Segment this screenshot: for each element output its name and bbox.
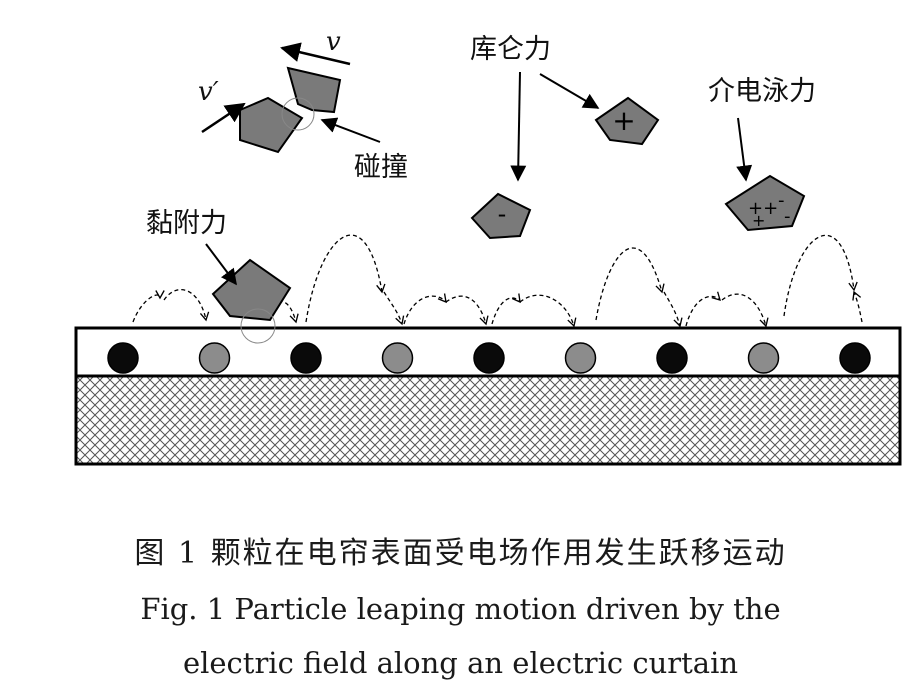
electrode-black bbox=[656, 342, 688, 374]
trajectory bbox=[383, 291, 405, 326]
polarized-particle: ++ + - - bbox=[724, 174, 806, 232]
collision-label: 碰撞 bbox=[354, 152, 408, 183]
caption-english-line2: electric field along an electric curtain bbox=[182, 646, 739, 680]
trajectory bbox=[519, 294, 577, 328]
velocity-v-prime-label: v′ bbox=[198, 77, 219, 107]
electric-curtain-diagram: v v′ 碰撞 库仑力 + - 介电泳力 ++ + - - 黏附力 bbox=[74, 27, 902, 466]
velocity-v-prime-arrow bbox=[201, 102, 246, 134]
polarization-minus-charges: - bbox=[778, 190, 785, 211]
trajectory bbox=[491, 293, 521, 325]
colliding-particle-upper bbox=[286, 66, 342, 114]
collision-pointer-arrow bbox=[320, 117, 381, 143]
trajectory bbox=[783, 234, 858, 317]
collision-contact-circle bbox=[281, 97, 315, 131]
electrode-black bbox=[839, 342, 871, 374]
electrode-black bbox=[290, 342, 322, 374]
electrode-gray bbox=[564, 342, 597, 374]
adhesion-force-label: 黏附力 bbox=[146, 208, 227, 239]
adhesion-contact-circle bbox=[240, 308, 276, 344]
polarization-plus-charge: + bbox=[752, 211, 765, 230]
trajectory bbox=[163, 288, 210, 322]
caption-chinese: 图 1 颗粒在电帘表面受电场作用发生跃移运动 bbox=[134, 536, 787, 571]
negative-particle: - bbox=[470, 192, 532, 240]
coulomb-pointer-arrow-down bbox=[510, 71, 527, 182]
caption-english-line1: Fig. 1 Particle leaping motion driven by… bbox=[140, 592, 781, 626]
substrate bbox=[74, 374, 902, 466]
electrode-row bbox=[107, 342, 871, 374]
polarization-plus-charges: ++ bbox=[748, 198, 778, 219]
coulomb-pointer-arrow-right bbox=[539, 73, 600, 109]
plus-sign: + bbox=[612, 104, 635, 137]
trajectory bbox=[663, 291, 683, 328]
dielectrophoretic-pointer-arrow bbox=[736, 117, 753, 182]
electrode-gray bbox=[198, 342, 231, 374]
polarization-minus-charge: - bbox=[784, 206, 791, 227]
velocity-v-arrow bbox=[280, 42, 351, 66]
minus-sign: - bbox=[498, 200, 507, 228]
trajectory bbox=[305, 234, 386, 323]
electrode-black bbox=[473, 342, 505, 374]
trajectory bbox=[595, 247, 665, 321]
adhesion-pointer-arrow bbox=[205, 243, 237, 286]
electrode-black bbox=[107, 342, 139, 374]
trajectory bbox=[721, 293, 769, 328]
velocity-v-label: v bbox=[326, 27, 341, 57]
trajectory bbox=[132, 290, 165, 323]
trajectory bbox=[852, 290, 863, 323]
trajectory bbox=[403, 293, 447, 325]
adhered-particle bbox=[211, 258, 292, 322]
positive-particle: + bbox=[594, 96, 660, 146]
coulomb-force-label: 库仑力 bbox=[470, 34, 551, 65]
dielectrophoretic-force-label: 介电泳力 bbox=[708, 76, 816, 107]
colliding-particle-lower bbox=[239, 96, 304, 154]
electrode-gray bbox=[381, 342, 414, 374]
leaping-trajectories bbox=[132, 234, 863, 328]
electrode-gray bbox=[747, 342, 780, 374]
trajectory bbox=[685, 291, 721, 327]
trajectory bbox=[445, 295, 489, 326]
